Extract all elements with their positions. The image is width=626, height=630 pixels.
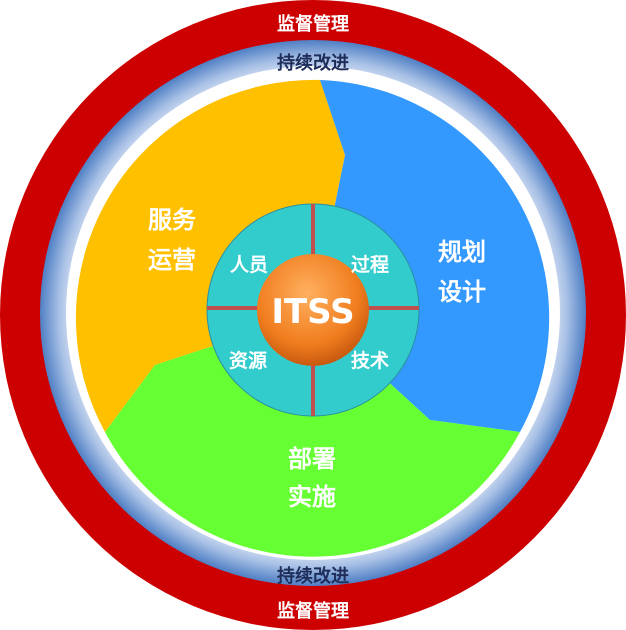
- outer-label-bottom: 监督管理: [277, 600, 349, 622]
- itss-title: ITSS: [271, 292, 354, 332]
- quadrant-label: 技术: [351, 349, 389, 372]
- outer-label-top: 监督管理: [277, 13, 349, 35]
- segment-label: 实施: [288, 483, 336, 511]
- quadrant-label: 过程: [351, 254, 389, 276]
- segment-deployment: [105, 313, 520, 557]
- segment-label: 部署: [288, 445, 336, 473]
- segment-service-operation: [75, 79, 345, 432]
- quadrant-label: 人员: [230, 254, 268, 276]
- segment-label: 设计: [438, 278, 486, 306]
- segment-label: 服务: [148, 206, 197, 234]
- middle-label-bottom: 持续改进: [277, 565, 349, 587]
- quadrant-label: 资源: [229, 349, 267, 372]
- segment-label: 运营: [148, 246, 196, 274]
- itss-center: [257, 254, 369, 366]
- segment-label: 规划: [438, 238, 486, 266]
- middle-label-top: 持续改进: [277, 52, 349, 74]
